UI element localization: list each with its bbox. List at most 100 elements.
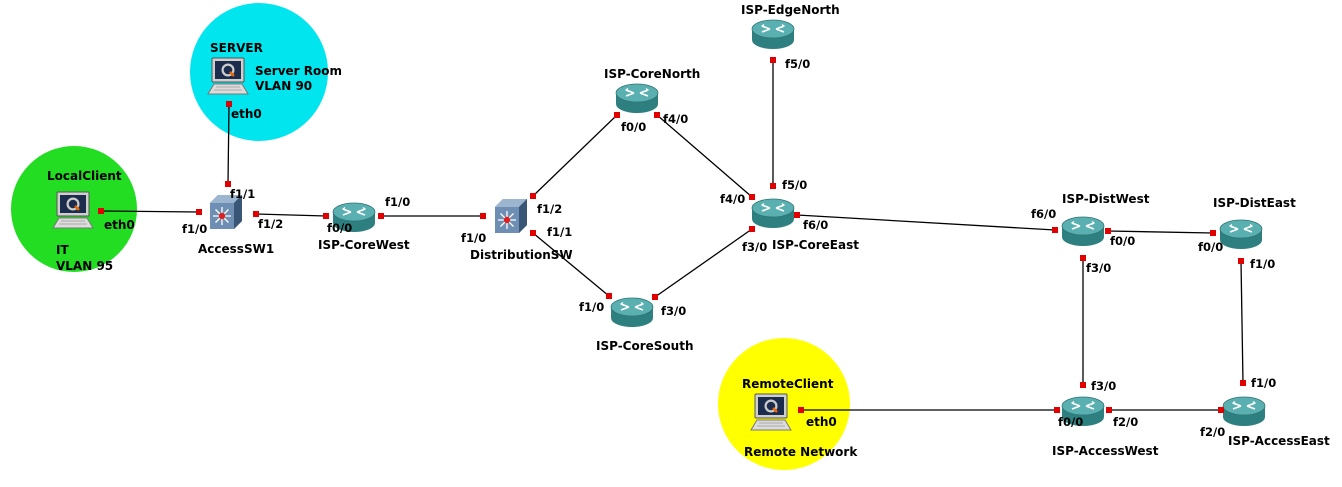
router-icon (1061, 216, 1105, 247)
port-marker (749, 194, 755, 200)
link-accesssw1-corewest (255, 213, 327, 217)
port-marker (1054, 407, 1060, 413)
port-label: f3/0 (661, 304, 686, 318)
pc-icon (51, 190, 95, 230)
isp-corenorth-label: ISP-CoreNorth (604, 67, 700, 81)
device-isp-disteast[interactable] (1219, 219, 1263, 250)
port-marker (253, 211, 259, 217)
port-label: f2/0 (1113, 415, 1138, 429)
router-icon (751, 198, 795, 229)
port-marker (794, 212, 800, 218)
device-localclient[interactable] (51, 190, 95, 230)
isp-coreeast-label: ISP-CoreEast (772, 238, 859, 252)
pc-icon (749, 392, 793, 432)
port-marker (652, 294, 658, 300)
link-distributionsw-coresouth (532, 232, 610, 297)
link-corenorth-coreeast (656, 114, 753, 198)
device-remoteclient[interactable] (749, 392, 793, 432)
device-isp-coresouth[interactable] (610, 297, 654, 328)
port-marker (770, 183, 776, 189)
server-vlan-label: VLAN 90 (255, 79, 312, 93)
links (100, 60, 1244, 411)
port-label: f6/0 (803, 218, 828, 232)
port-label: f1/2 (537, 202, 562, 216)
port-marker (798, 407, 804, 413)
port-label: f5/0 (785, 57, 810, 71)
port-marker (530, 193, 536, 199)
server-title: SERVER (210, 41, 263, 55)
port-marker (196, 209, 202, 215)
accesssw1-label: AccessSW1 (198, 242, 274, 256)
link-server-accesssw1 (227, 103, 230, 185)
port-label: f3/0 (1091, 379, 1116, 393)
router-icon (1219, 219, 1263, 250)
isp-distwest-label: ISP-DistWest (1062, 192, 1150, 206)
port-marker (226, 101, 232, 107)
port-marker (378, 213, 384, 219)
device-server[interactable] (206, 56, 250, 96)
port-label: f3/0 (742, 240, 767, 254)
router-icon (751, 19, 795, 50)
port-marker (1218, 407, 1224, 413)
device-isp-corenorth[interactable] (615, 83, 659, 114)
port-label: f0/0 (1058, 415, 1083, 429)
device-isp-coreeast[interactable] (751, 198, 795, 229)
localclient-port-label: eth0 (104, 218, 135, 232)
port-marker (530, 230, 536, 236)
port-marker (654, 112, 660, 118)
port-marker (98, 208, 104, 214)
device-distributionsw[interactable] (494, 198, 528, 234)
router-icon (610, 297, 654, 328)
port-label: f0/0 (327, 221, 352, 235)
port-label: f1/1 (547, 225, 572, 239)
port-label: f1/0 (385, 195, 410, 209)
port-label: f6/0 (1031, 207, 1056, 221)
port-marker (1106, 407, 1112, 413)
port-label: f0/0 (621, 120, 646, 134)
port-marker (225, 181, 231, 187)
port-label: f1/0 (579, 300, 604, 314)
remoteclient-title: RemoteClient (742, 377, 834, 391)
link-coreeast-distwest (796, 214, 1056, 231)
port-label: f4/0 (663, 112, 688, 126)
server-room-label: Server Room (255, 64, 342, 78)
port-label: f5/0 (782, 178, 807, 192)
router-icon (615, 83, 659, 114)
it-vlan-label: VLAN 95 (56, 259, 113, 273)
port-label: f1/0 (182, 222, 207, 236)
port-label: f1/2 (258, 217, 283, 231)
port-label: f3/0 (1086, 261, 1111, 275)
port-marker (323, 213, 329, 219)
distributionsw-label: DistributionSW (470, 248, 573, 262)
device-isp-edgenorth[interactable] (751, 19, 795, 50)
port-label: f4/0 (720, 192, 745, 206)
port-marker (1105, 228, 1111, 234)
port-markers (98, 57, 1246, 413)
link-localclient-accesssw1 (100, 210, 200, 213)
link-coresouth-coreeast (654, 228, 753, 298)
localclient-title: LocalClient (47, 169, 122, 183)
isp-accesswest-label: ISP-AccessWest (1052, 444, 1159, 458)
port-marker (1052, 227, 1058, 233)
port-marker (1210, 230, 1216, 236)
port-marker (1240, 380, 1246, 386)
server-port-label: eth0 (231, 107, 262, 121)
port-label: f1/0 (1251, 376, 1276, 390)
device-isp-accesseast[interactable] (1222, 396, 1266, 427)
it-label: IT (56, 243, 69, 257)
link-disteast-accesseast (1240, 260, 1244, 384)
isp-accesseast-label: ISP-AccessEast (1228, 434, 1330, 448)
port-label: f1/1 (230, 187, 255, 201)
device-isp-distwest[interactable] (1061, 216, 1105, 247)
port-marker (480, 213, 486, 219)
port-label: f1/0 (461, 231, 486, 245)
port-marker (614, 112, 620, 118)
port-marker (749, 226, 755, 232)
isp-disteast-label: ISP-DistEast (1213, 196, 1296, 210)
port-label: f0/0 (1110, 234, 1135, 248)
port-marker (770, 57, 776, 63)
remote-network-label: Remote Network (744, 445, 858, 459)
isp-coresouth-label: ISP-CoreSouth (596, 339, 694, 353)
port-marker (1080, 382, 1086, 388)
